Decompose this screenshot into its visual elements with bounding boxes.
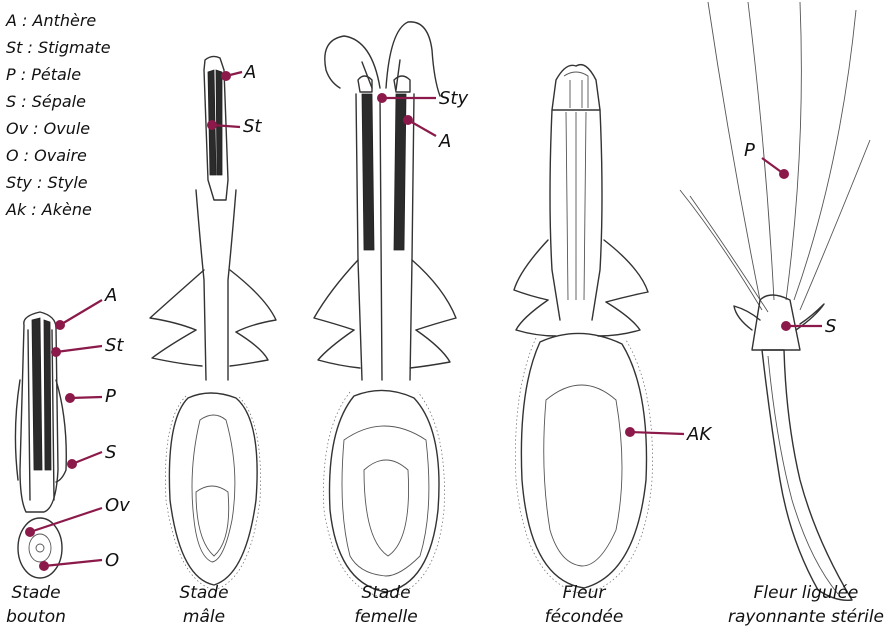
caption-ligulee-line2: rayonnante stérile [728,607,884,627]
captions: Stade bouton Stade mâle Stade femelle Fl… [6,583,884,627]
labels-ligulee: P S [744,140,836,337]
label-bouton-o: O [105,550,119,571]
label-femelle-a: A [438,131,451,152]
caption-male-line1: Stade [179,583,228,603]
legend-item-ovaire: O : Ovaire [6,146,87,165]
legend-item-sepale: S : Sépale [6,92,86,111]
legend-item-stigmate: St : Stigmate [6,38,111,57]
drawing-femelle [314,22,456,598]
label-bouton-s: S [105,442,116,463]
label-bouton-ov: Ov [105,495,130,516]
label-bouton-st: St [105,335,124,356]
label-feconde-ak: AK [686,424,712,445]
caption-feconde-line1: Fleur [563,583,607,603]
drawing-feconde [514,65,652,594]
caption-bouton-line2: bouton [6,607,66,627]
label-bouton-a: A [104,285,117,306]
legend-item-antheres: A : Anthère [5,11,96,30]
legend: A : Anthère St : Stigmate P : Pétale S :… [5,11,111,219]
label-femelle-sty: Sty [439,88,468,109]
labels-feconde: AK [625,424,712,445]
caption-ligulee-line1: Fleur ligulée [754,583,859,603]
caption-male-line2: mâle [183,607,225,627]
label-ligulee-s: S [825,316,836,337]
labels-femelle: Sty A [377,88,468,152]
caption-femelle-line1: Stade [361,583,410,603]
caption-feconde-line2: fécondée [545,607,624,627]
caption-femelle-line2: femelle [354,607,417,627]
legend-item-ovule: Ov : Ovule [6,119,90,138]
legend-item-petale: P : Pétale [6,65,81,84]
label-bouton-p: P [105,386,116,407]
label-ligulee-p: P [744,140,755,161]
legend-item-style: Sty : Style [6,173,88,192]
labels-male: A St [207,62,262,137]
label-male-st: St [243,116,262,137]
label-male-a: A [243,62,256,83]
legend-item-akene: Ak : Akène [5,200,92,219]
caption-bouton-line1: Stade [11,583,60,603]
drawing-ligulee [680,2,870,600]
